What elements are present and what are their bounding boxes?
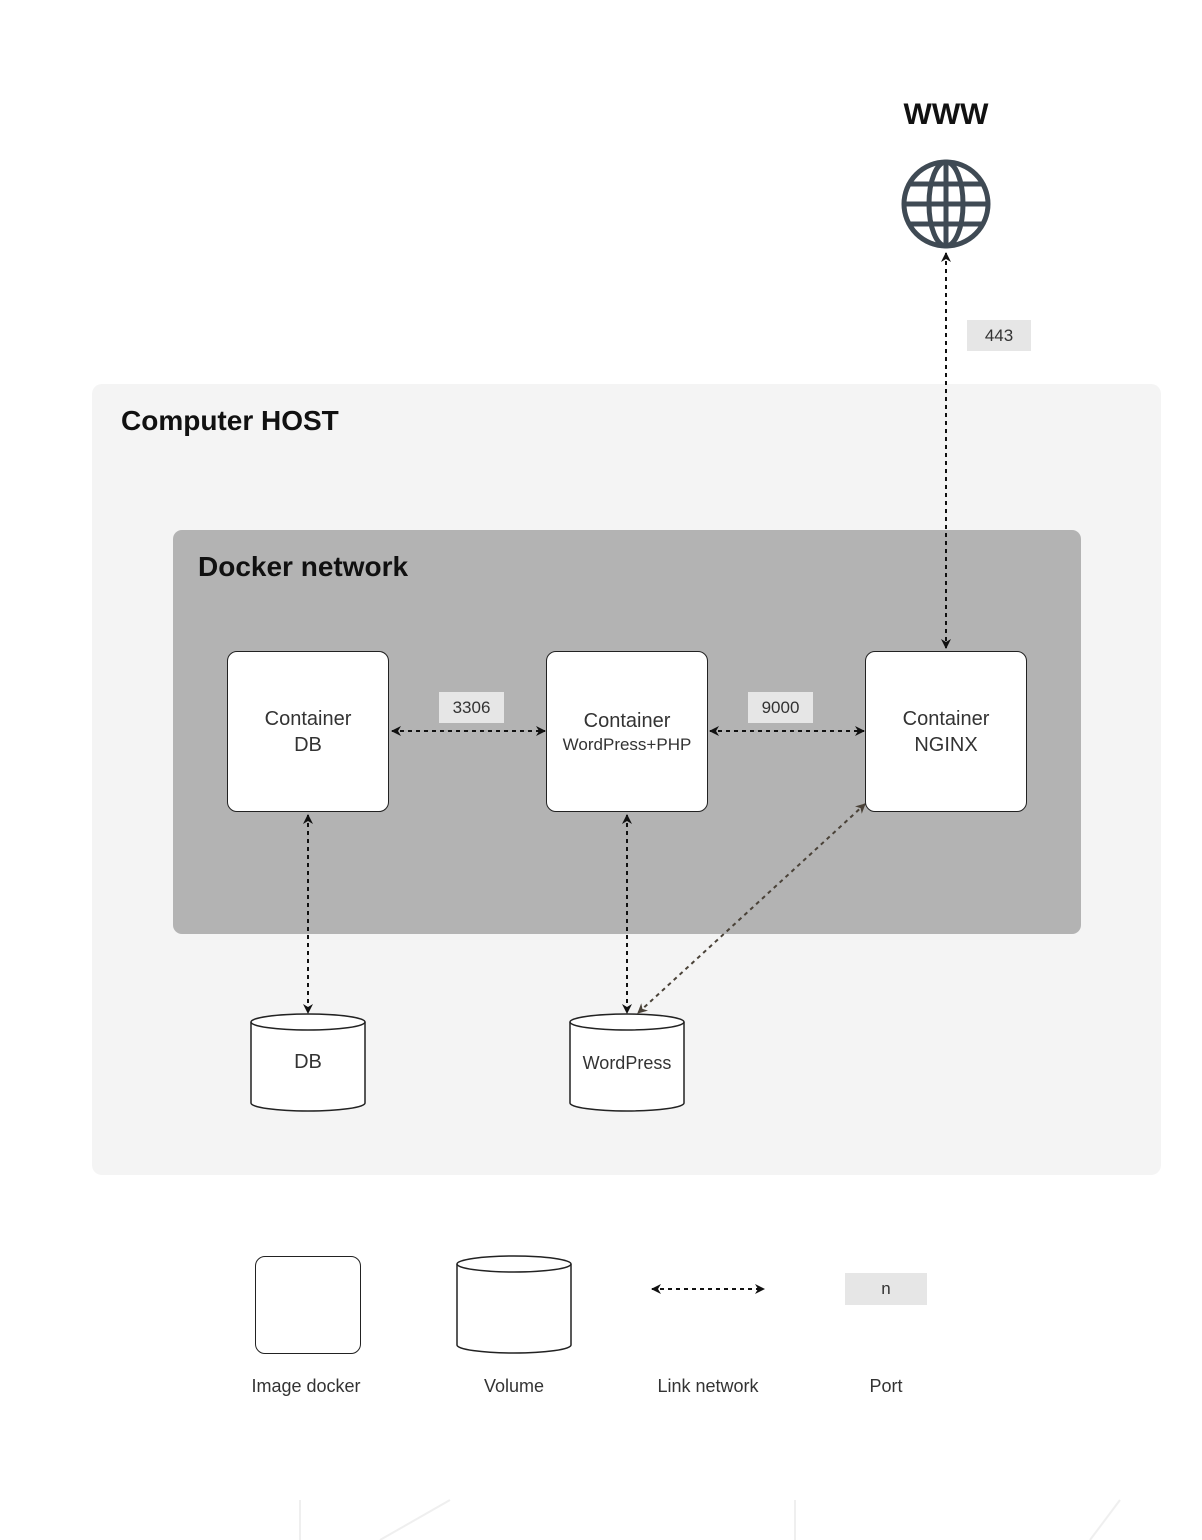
container-db-line1: Container [264,707,352,730]
background-decoration [299,1499,1121,1540]
www-title: WWW [903,98,989,131]
docker-network-title: Docker network [198,551,409,582]
port-443-label: 443 [967,320,1031,351]
volume-wordpress-label: WordPress [582,1053,672,1073]
link-nginx-wp-volume [637,803,866,1014]
legend-port-label: Port [869,1376,903,1396]
port-3306-label: 3306 [439,692,504,723]
container-wordpress-php[interactable]: Container WordPress+PHP [546,651,708,812]
legend-image-docker-label: Image docker [251,1376,361,1396]
volume-db-cylinder[interactable] [249,1012,367,1114]
legend-link-network-label: Link network [657,1376,759,1396]
computer-host-title: Computer HOST [121,405,339,436]
volume-wordpress-cylinder[interactable] [568,1012,686,1114]
port-9000-label: 9000 [748,692,813,723]
globe-icon [901,159,991,249]
legend-port-sample: n [845,1273,927,1305]
container-nginx-line1: Container [902,707,990,730]
container-nginx-line2: NGINX [914,733,978,756]
volume-db-label: DB [294,1051,322,1073]
container-wordpress-line2: WordPress+PHP [562,734,692,754]
container-db[interactable]: Container DB [227,651,389,812]
container-wordpress-line1: Container [583,709,671,732]
legend-volume-label: Volume [483,1376,545,1396]
legend-image-docker-box [255,1256,361,1354]
legend-volume-cylinder [456,1255,572,1354]
container-nginx[interactable]: Container NGINX [865,651,1027,812]
container-db-line2: DB [294,733,322,756]
